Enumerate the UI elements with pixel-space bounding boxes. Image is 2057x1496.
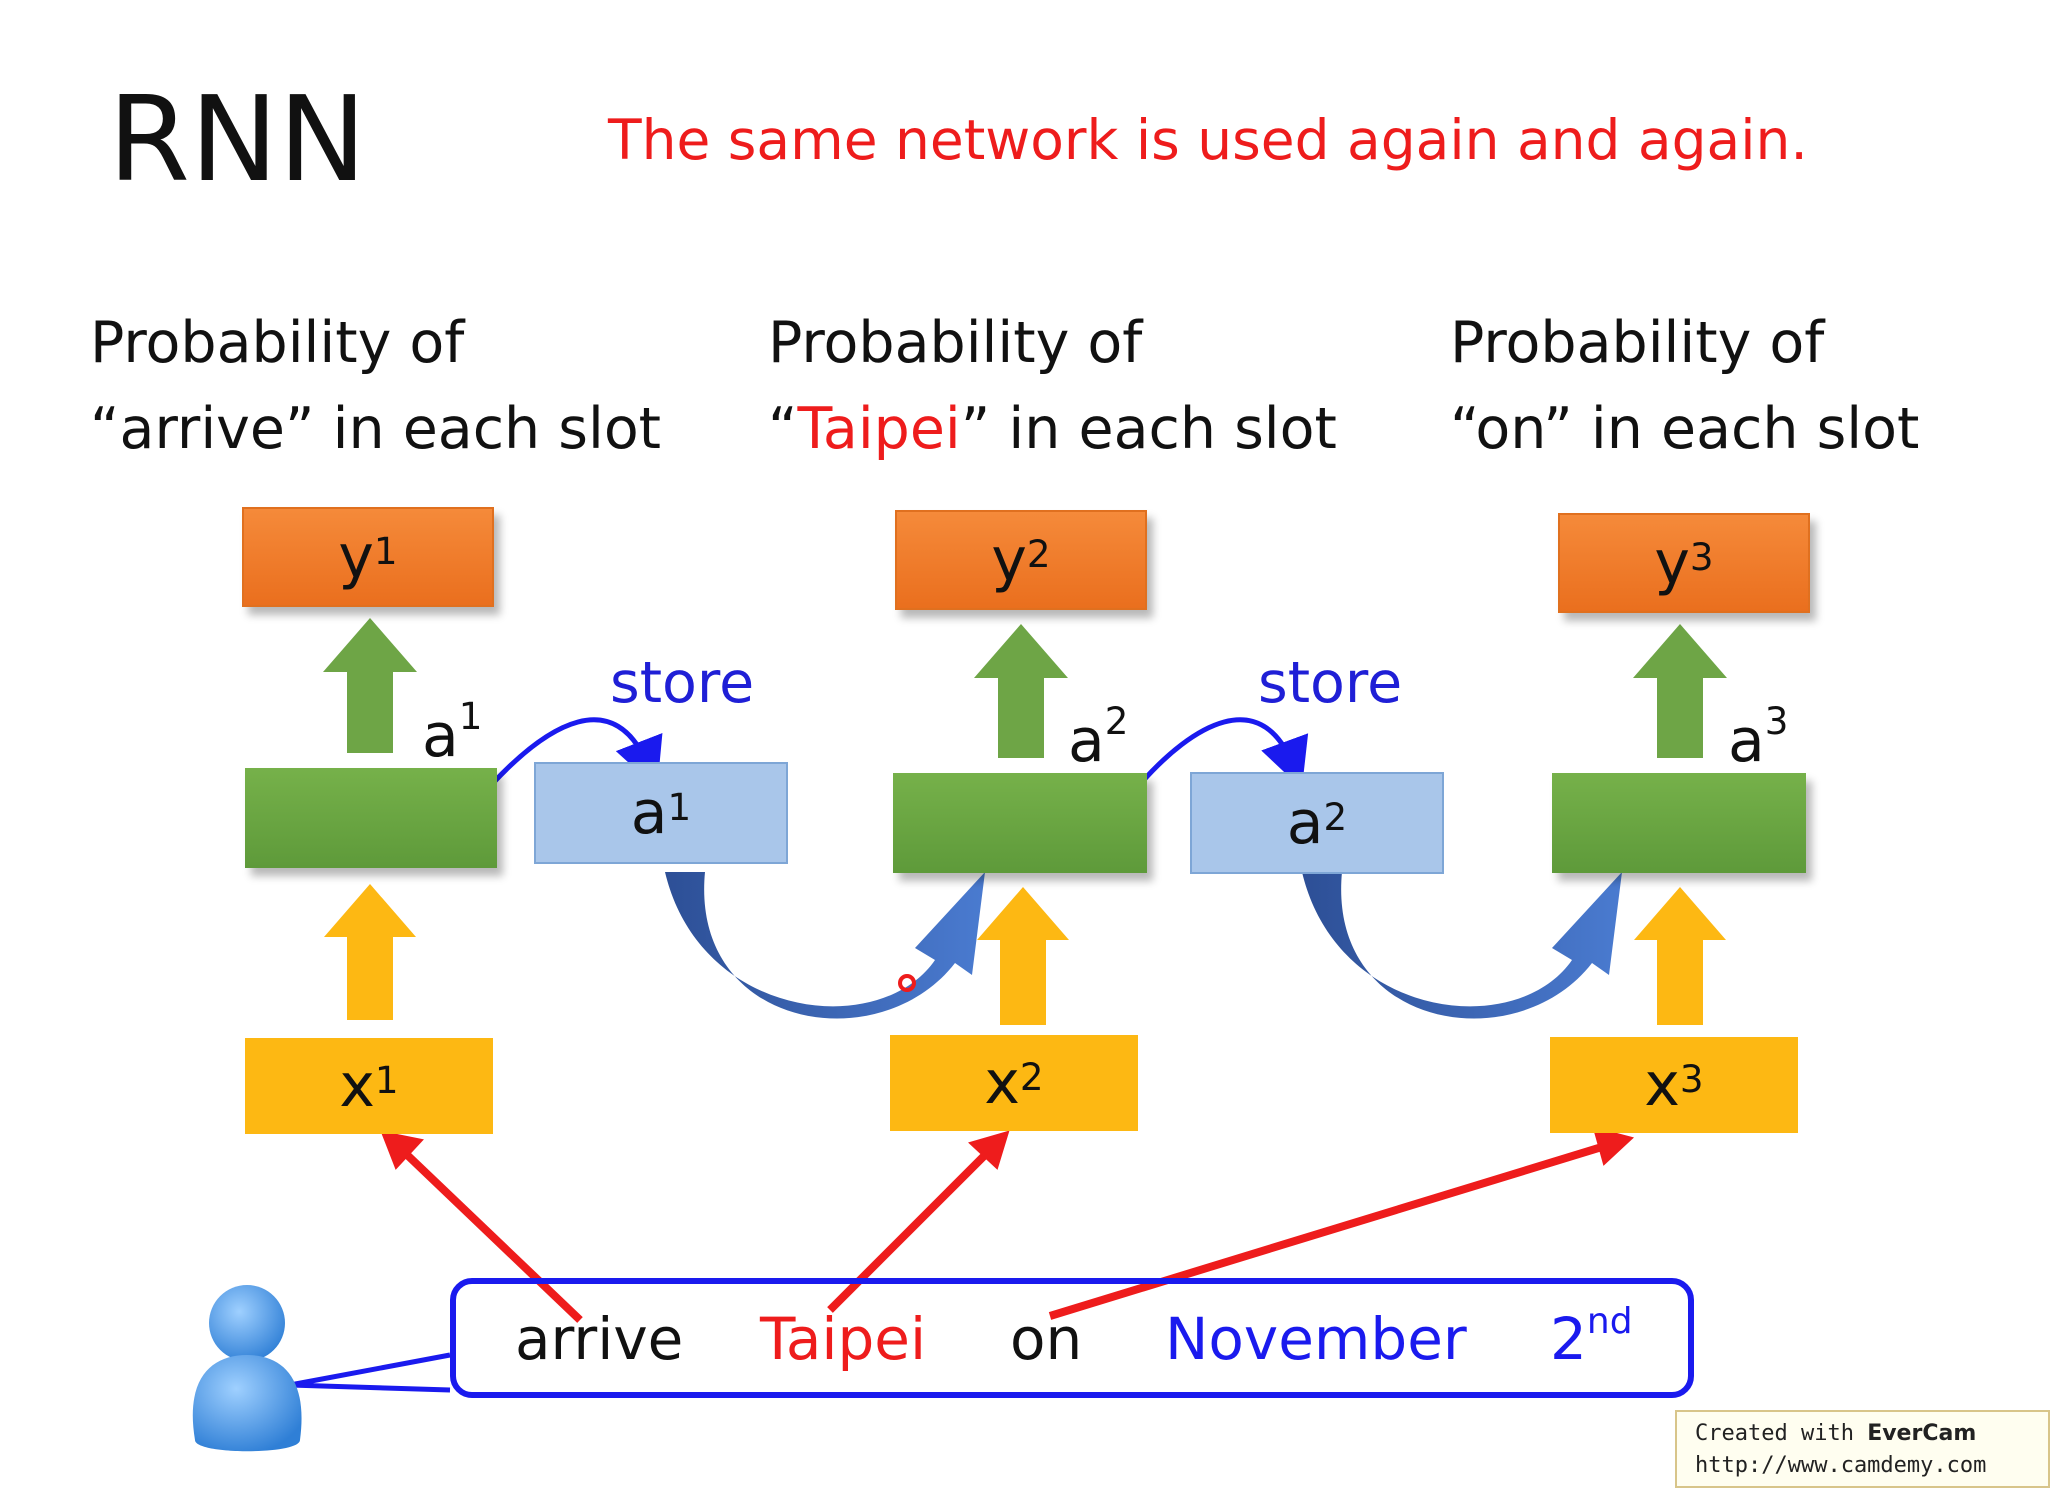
- sentence-word-taipei: Taipei: [760, 1305, 927, 1373]
- sentence-word-2nd: 2nd: [1550, 1301, 1633, 1373]
- caption-line1: Probability of: [1450, 310, 1825, 376]
- caption-arrive: Probability of “arrive” in each slot: [90, 300, 661, 472]
- hidden-label-3: a3: [1728, 699, 1789, 776]
- evercam-watermark: Created with EverCam http://www.camdemy.…: [1675, 1410, 2050, 1488]
- caption-line1: Probability of: [768, 310, 1143, 376]
- slide-title: RNN: [108, 70, 367, 208]
- hidden-to-output-arrow-1: [323, 618, 417, 753]
- hidden-to-output-arrow-2: [974, 624, 1068, 758]
- store-label-2: store: [1258, 650, 1403, 716]
- hidden-label-1: a1: [422, 694, 483, 771]
- caption-line2: “on” in each slot: [1450, 396, 1920, 462]
- recurrent-arrow-1: [665, 872, 985, 1019]
- sentence-word-november: November: [1165, 1305, 1467, 1373]
- hidden-layer-box-2: [893, 773, 1147, 873]
- hidden-layer-box-1: [245, 768, 497, 868]
- input-to-hidden-arrow-3: [1634, 887, 1726, 1025]
- store-arrow-1: [492, 717, 663, 789]
- caption-on: Probability of “on” in each slot: [1450, 300, 1919, 472]
- caption-word: arrive: [119, 396, 285, 462]
- input-to-hidden-arrow-2: [977, 887, 1069, 1025]
- caption-taipei: Probability of “Taipei” in each slot: [768, 300, 1337, 472]
- slide-subtitle: The same network is used again and again…: [608, 108, 1808, 172]
- hidden-layer-box-3: [1552, 773, 1806, 873]
- input-to-hidden-arrow-1: [324, 884, 416, 1020]
- word-to-input-arrow-1: [399, 1147, 583, 1323]
- sentence-box: [450, 1278, 1694, 1398]
- caption-line2: “Taipei” in each slot: [768, 396, 1337, 462]
- hidden-label-2: a2: [1068, 699, 1129, 776]
- hidden-to-output-arrow-3: [1633, 624, 1727, 758]
- user-to-sentence-connector: [289, 1352, 451, 1393]
- caption-line1: Probability of: [90, 310, 465, 376]
- sentence-word-arrive: arrive: [515, 1305, 684, 1373]
- recurrent-arrow-2: [1302, 872, 1622, 1019]
- sentence-word-on: on: [1010, 1305, 1083, 1373]
- caption-line2: “arrive” in each slot: [90, 396, 662, 462]
- store-arrow-2: [1140, 717, 1309, 789]
- word-to-input-arrow-3: [1048, 1142, 1607, 1320]
- caption-word: on: [1475, 396, 1544, 462]
- cursor-dot: [898, 974, 916, 992]
- caption-word: Taipei: [797, 396, 961, 462]
- store-label-1: store: [610, 650, 755, 716]
